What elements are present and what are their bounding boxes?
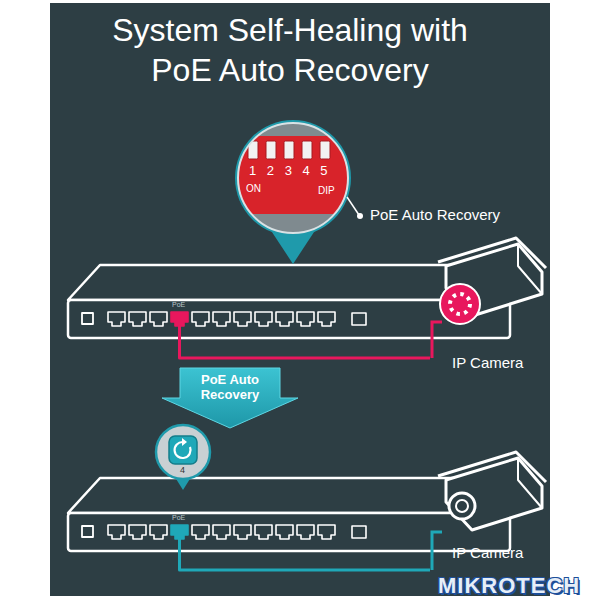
device-label: IP Camera (452, 545, 523, 562)
ip-camera (518, 458, 542, 508)
camera-pole (432, 322, 442, 358)
leader-line (347, 197, 359, 215)
network-switch (68, 478, 510, 551)
camera-pole (432, 532, 442, 570)
network-switch: PoE (68, 478, 510, 551)
recovery-button-zoom (156, 425, 210, 490)
sfp-port (352, 313, 366, 325)
ethernet-port (171, 525, 188, 539)
recovery-arrow-shape (162, 368, 298, 428)
ethernet-port (318, 525, 335, 539)
dip-on-marking: ON (246, 183, 261, 194)
network-switch (108, 312, 366, 326)
panel-ground (50, 3, 550, 596)
ethernet-port (255, 525, 272, 539)
network-switch (82, 526, 93, 537)
dip-switch-zoom (238, 123, 348, 233)
ip-camera (456, 500, 468, 512)
dip-switch-zoom (230, 118, 360, 243)
recovery-button-zoom (169, 436, 197, 464)
ethernet-port (108, 525, 125, 539)
network-switch (68, 513, 510, 551)
port-number: 4 (180, 466, 185, 476)
network-switch (108, 525, 366, 539)
port-group-label: PoE (172, 514, 185, 522)
dip-switch-zoom (248, 141, 330, 159)
ip-camera (518, 244, 542, 294)
device-label: IP Camera (452, 355, 523, 372)
leader-line (347, 197, 363, 219)
ethernet-port (276, 312, 293, 326)
dip-switch-zoom (238, 136, 348, 214)
network-switch (82, 313, 93, 324)
ip-camera (449, 493, 475, 519)
ip-camera: IP Camera (430, 450, 550, 575)
ethernet-port (276, 525, 293, 539)
recovery-button-zoom (182, 438, 187, 446)
recovering-status-icon (450, 294, 470, 314)
recovery-arrow: PoE Auto Recovery (180, 368, 280, 428)
dip-switch-zoom (230, 118, 360, 243)
ethernet-cable (180, 551, 431, 570)
sfp-port (352, 526, 366, 538)
camera-pole (432, 532, 442, 570)
ethernet-port (129, 525, 146, 539)
dip-knob (302, 141, 312, 159)
ethernet-port (234, 312, 251, 326)
ethernet-port (213, 312, 230, 326)
ethernet-port (171, 312, 188, 326)
camera-pole (432, 322, 442, 358)
ethernet-port (150, 525, 167, 539)
dip-switch-zoom (230, 118, 360, 264)
ethernet-port (297, 525, 314, 539)
dip-marking: DIP (318, 185, 335, 196)
arrow-label: PoE Auto Recovery (180, 368, 280, 402)
ip-camera (438, 452, 546, 530)
ethernet-port (129, 312, 146, 326)
ip-camera: IP Camera (430, 236, 550, 378)
network-switch: PoE (68, 265, 510, 338)
dip-knob (284, 141, 294, 159)
dip-knob (320, 141, 330, 159)
ethernet-port (108, 312, 125, 326)
network-switch (68, 265, 510, 338)
ethernet-port (297, 312, 314, 326)
dip-knob (266, 141, 276, 159)
ethernet-port (234, 525, 251, 539)
network-switch (68, 478, 510, 513)
ethernet-port (255, 312, 272, 326)
ethernet-port (192, 312, 209, 326)
watermark: MIKROTECH (438, 574, 580, 598)
port-group-label: PoE (172, 301, 185, 309)
cable-stub (178, 539, 181, 551)
cable-stub (178, 326, 181, 338)
callout-label: PoE Auto Recovery (370, 207, 500, 224)
recovery-button-zoom (156, 425, 210, 479)
ip-camera (446, 458, 542, 530)
ethernet-port (192, 525, 209, 539)
ethernet-port (318, 312, 335, 326)
ethernet-port (213, 525, 230, 539)
ethernet-cable (180, 338, 431, 358)
dip-position-numbers: 1 2 3 4 5 (249, 164, 328, 178)
recovering-status-icon (440, 284, 480, 324)
leader-line (357, 213, 363, 219)
ethernet-port (150, 312, 167, 326)
title: System Self-Healing with PoE Auto Recove… (95, 10, 485, 90)
recovering-status-icon (440, 284, 480, 324)
